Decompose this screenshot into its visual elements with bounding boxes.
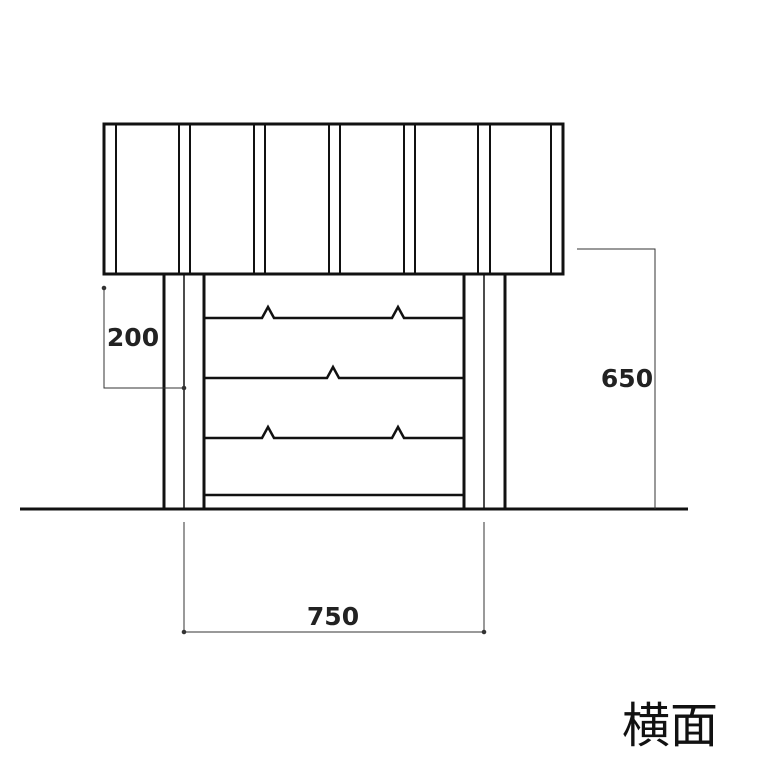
dimension-750-label: 750 bbox=[307, 602, 359, 631]
view-label: 横面 bbox=[622, 698, 718, 754]
tabletop-outline bbox=[102, 122, 565, 276]
dimension-650 bbox=[577, 248, 656, 509]
left-leg bbox=[162, 274, 206, 509]
dimension-750 bbox=[181, 522, 487, 635]
rail-2 bbox=[204, 364, 464, 380]
rail-1 bbox=[204, 304, 464, 320]
dimension-650-label: 650 bbox=[601, 364, 653, 393]
dimension-200-label: 200 bbox=[107, 323, 159, 352]
tabletop-slats bbox=[115, 124, 552, 274]
tabletop bbox=[102, 122, 565, 276]
rail-3 bbox=[204, 424, 464, 440]
dimension-200 bbox=[101, 285, 187, 391]
right-leg bbox=[462, 274, 507, 509]
rails bbox=[204, 304, 464, 497]
